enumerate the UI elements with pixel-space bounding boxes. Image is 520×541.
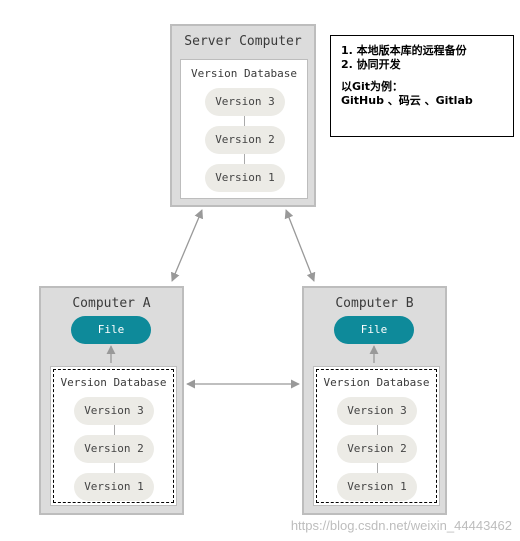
computer-b-title: Computer B	[335, 296, 414, 311]
computer-a-version-1: Version 1	[74, 473, 154, 501]
note-line-2: 2. 协同开发	[341, 58, 401, 71]
computer-a: Computer A File Version Database Version…	[39, 286, 184, 515]
sync-arrow-server-a	[170, 209, 204, 282]
computer-a-version-2: Version 2	[74, 435, 154, 463]
server-computer: Server Computer Version Database Version…	[170, 24, 316, 207]
computer-a-version-database: Version Database Version 3 Version 2 Ver…	[50, 366, 177, 506]
server-computer-title: Server Computer	[184, 34, 302, 49]
sync-arrow-server-b	[284, 209, 316, 282]
computer-b-db-title: Version Database	[323, 376, 430, 389]
server-db-title: Version Database	[191, 67, 297, 80]
computer-a-title: Computer A	[72, 296, 151, 311]
note-box: 1. 本地版本库的远程备份 2. 协同开发 以Git为例： GitHub 、码云…	[330, 35, 514, 137]
computer-a-version-3: Version 3	[74, 397, 154, 425]
note-line-4: GitHub 、码云 、Gitlab	[341, 94, 473, 107]
note-line-3: 以Git为例：	[341, 80, 404, 93]
computer-b-file: File	[334, 316, 414, 344]
computer-b: Computer B File Version Database Version…	[302, 286, 447, 515]
server-version-1: Version 1	[205, 164, 285, 192]
note-line-1: 1. 本地版本库的远程备份	[341, 44, 467, 57]
watermark: https://blog.csdn.net/weixin_44443462	[290, 518, 512, 533]
computer-b-version-3: Version 3	[337, 397, 417, 425]
computer-b-version-1: Version 1	[337, 473, 417, 501]
server-version-2: Version 2	[205, 126, 285, 154]
server-version-database: Version Database Version 3 Version 2 Ver…	[180, 59, 308, 199]
computer-a-file: File	[71, 316, 151, 344]
computer-b-version-database: Version Database Version 3 Version 2 Ver…	[313, 366, 440, 506]
server-version-3: Version 3	[205, 88, 285, 116]
computer-a-db-title: Version Database	[60, 376, 167, 389]
computer-b-version-2: Version 2	[337, 435, 417, 463]
